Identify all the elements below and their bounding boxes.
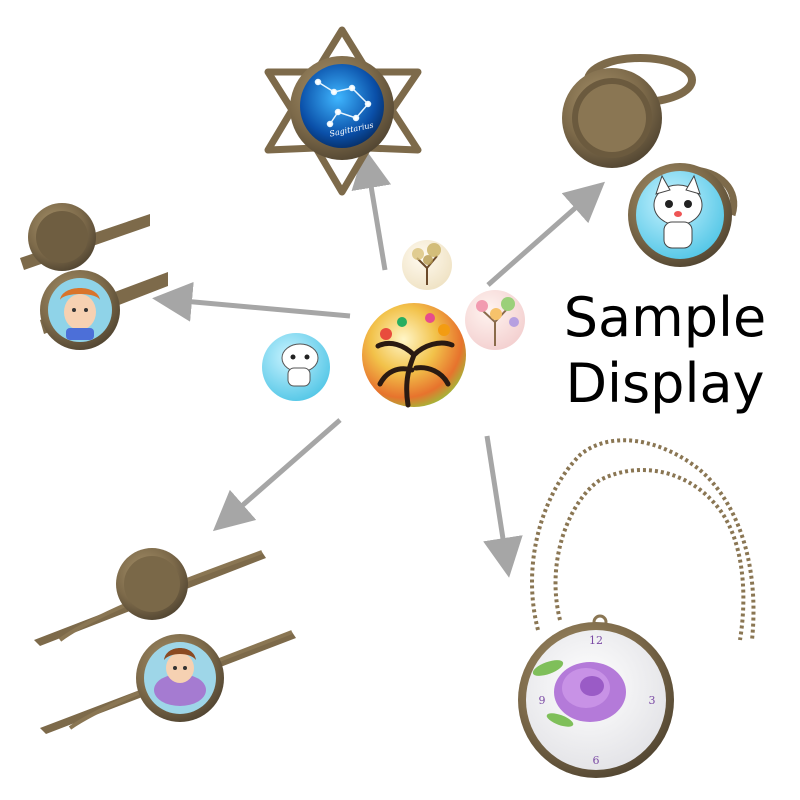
direction-arrows [152,148,605,578]
ball-chain-necklace-pendant: 12 3 6 9 [518,438,756,778]
svg-text:3: 3 [649,694,656,707]
rose [532,660,626,727]
tree-trunk [375,340,455,408]
svg-text:9: 9 [539,694,546,707]
arrow-to-necklace [483,435,523,578]
heading-line-1: Sample [563,286,767,349]
arrow-to-ring [486,181,605,287]
constellation-lines [314,78,372,128]
svg-text:6: 6 [593,754,600,767]
ball-chain [530,438,756,641]
arrow-to-hair-pin [212,418,342,532]
arrow-to-star-pendant [351,148,392,271]
star-pendant-setting: Sagittarius [264,26,422,196]
arrow-to-hair-clip [152,281,351,322]
sample-display-heading: Sample Display [540,285,790,417]
hair-clip-setting [20,203,168,350]
heading-line-2: Display [565,352,765,415]
adjustable-ring-setting [562,54,738,267]
zodiac-cabochon [300,64,384,148]
clock-numerals: 12 3 6 9 [539,634,656,767]
cabochon-cluster [262,240,525,408]
hair-pin-setting [34,548,296,734]
svg-text:12: 12 [589,634,603,647]
